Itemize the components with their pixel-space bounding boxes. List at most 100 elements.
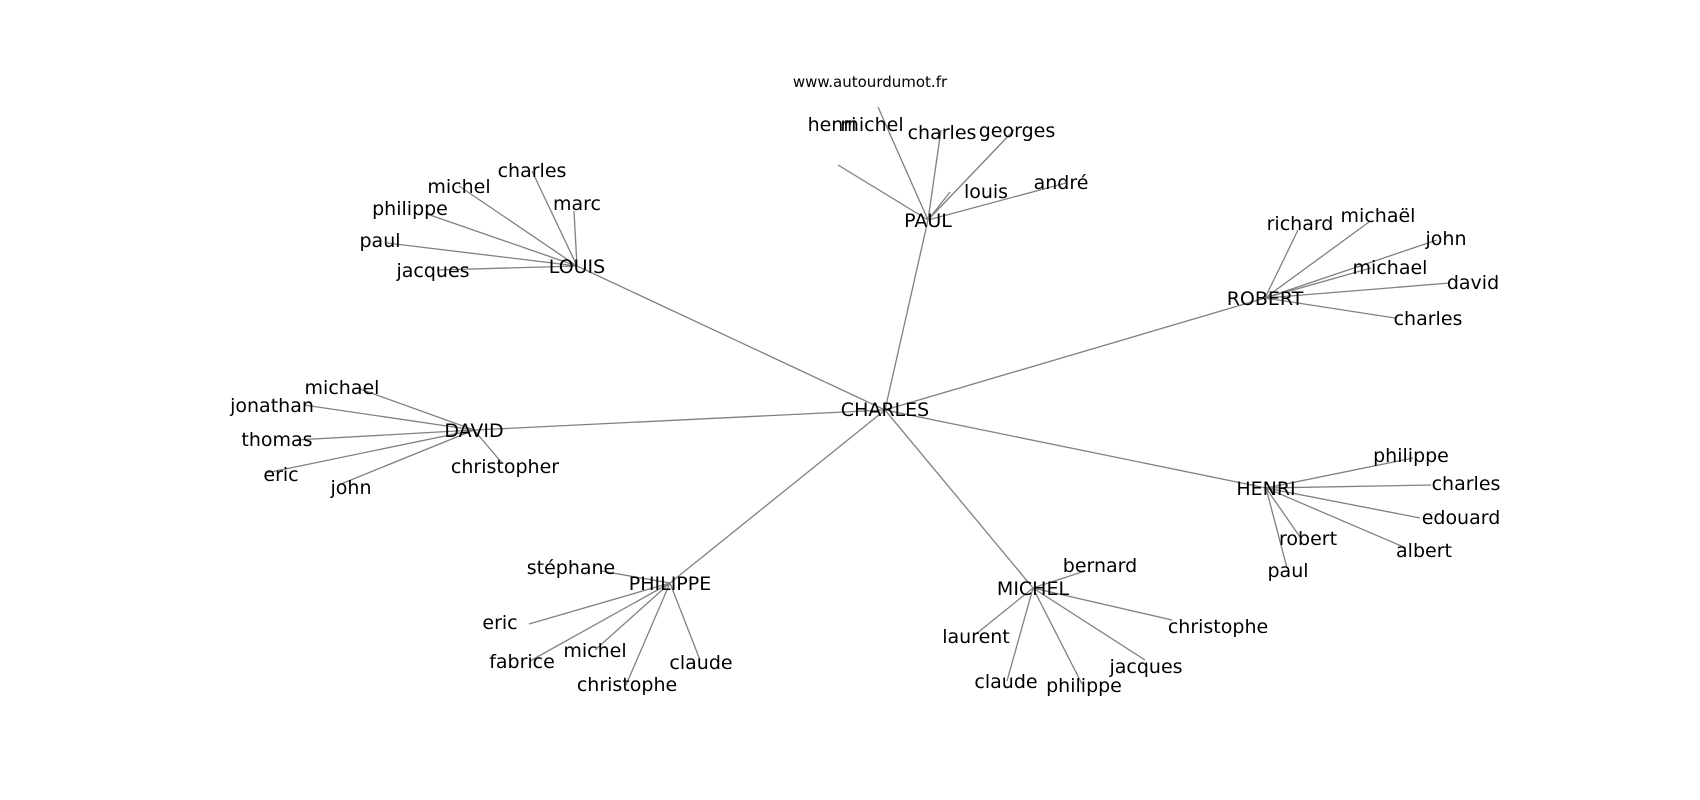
leaf-node-label[interactable]: jonathan (229, 395, 314, 417)
edge-paul-2 (927, 129, 942, 221)
leaf-node-label[interactable]: robert (1279, 528, 1337, 550)
leaf-node-label[interactable]: eric (263, 464, 298, 486)
leaf-node-label[interactable]: albert (1396, 540, 1452, 562)
edge-philippe-0 (600, 570, 671, 584)
leaf-node-label[interactable]: claude (974, 671, 1037, 693)
edge-louis-1 (458, 185, 578, 267)
leaf-node-label[interactable]: henri (808, 114, 857, 136)
leaf-node-label[interactable]: charles (1394, 308, 1463, 330)
edge-henri-2 (1265, 487, 1421, 519)
edge-michel-1 (1032, 587, 1173, 621)
leaf-node-label[interactable]: bernard (1063, 555, 1137, 577)
edge-root-david (473, 409, 886, 431)
edge-robert-5 (1264, 297, 1396, 319)
leaf-node-label[interactable]: louis (964, 181, 1008, 203)
edge-philippe-1 (528, 582, 671, 625)
leaf-node-label[interactable]: paul (359, 230, 400, 252)
leaf-node-label[interactable]: charles (498, 160, 567, 182)
edge-philippe-4 (625, 582, 671, 686)
edge-david-2 (295, 429, 475, 441)
edge-henri-0 (1265, 457, 1414, 489)
edge-root-robert (884, 297, 1266, 411)
leaf-node-label[interactable]: paul (1267, 560, 1308, 582)
edge-michel-2 (975, 587, 1034, 635)
edge-louis-0 (531, 170, 578, 267)
hub-node-label[interactable]: DAVID (444, 420, 503, 442)
edge-root-louis (576, 265, 886, 411)
edge-robert-1 (1264, 221, 1370, 299)
leaf-node-label[interactable]: charles (1432, 473, 1501, 495)
leaf-node-label[interactable]: michael (1353, 257, 1428, 279)
hub-node-label[interactable]: LOUIS (549, 256, 605, 278)
edge-paul-0 (837, 164, 929, 221)
edge-philippe-2 (529, 582, 671, 662)
leaf-node-label[interactable]: michaël (1341, 205, 1416, 227)
edge-michel-5 (1032, 587, 1146, 661)
leaf-node-label[interactable]: eric (482, 612, 517, 634)
edge-michel-0 (1032, 570, 1086, 589)
edge-philippe-5 (669, 582, 701, 661)
leaf-node-label[interactable]: georges (979, 120, 1056, 142)
edge-louis-4 (436, 265, 578, 271)
leaf-node-label[interactable]: michel (840, 114, 903, 136)
leaf-node-label[interactable]: laurent (942, 626, 1010, 648)
edge-robert-2 (1264, 239, 1438, 299)
edge-henri-4 (1265, 487, 1301, 538)
edge-michel-4 (1032, 587, 1083, 685)
leaf-node-label[interactable]: jacques (395, 260, 469, 282)
labels-layer: www.autourdumot.fr CHARLESPAULhenrimiche… (229, 73, 1500, 697)
hub-node-label[interactable]: PHILIPPE (629, 573, 711, 595)
leaf-node-label[interactable]: philippe (1373, 445, 1449, 467)
edge-henri-1 (1265, 484, 1432, 489)
leaf-node-label[interactable]: fabrice (489, 651, 555, 673)
leaf-node-label[interactable]: david (1447, 272, 1499, 294)
edge-root-michel (884, 409, 1034, 589)
leaf-node-label[interactable]: edouard (1422, 507, 1501, 529)
edge-louis-2 (426, 213, 578, 267)
leaf-node-label[interactable]: christopher (451, 456, 559, 478)
leaf-node-label[interactable]: thomas (241, 429, 312, 451)
edge-louis-5 (573, 210, 578, 267)
leaf-node-label[interactable]: charles (908, 122, 977, 144)
edge-robert-3 (1264, 267, 1372, 299)
leaf-node-label[interactable]: jacques (1108, 656, 1182, 678)
edge-david-1 (303, 404, 475, 431)
leaf-node-label[interactable]: richard (1267, 213, 1334, 235)
leaf-node-label[interactable]: christophe (1168, 616, 1268, 638)
hub-node-label[interactable]: HENRI (1236, 478, 1295, 500)
leaf-node-label[interactable]: michel (427, 176, 490, 198)
leaf-node-label[interactable]: michael (305, 377, 380, 399)
edge-david-0 (356, 387, 475, 431)
site-url[interactable]: www.autourdumot.fr (793, 73, 948, 91)
edge-root-henri (884, 409, 1267, 489)
edge-paul-1 (877, 106, 929, 221)
edge-henri-3 (1265, 487, 1407, 549)
edge-michel-3 (1006, 587, 1034, 682)
edge-david-5 (473, 429, 503, 464)
hub-node-label[interactable]: MICHEL (997, 578, 1070, 600)
edge-louis-3 (386, 242, 578, 267)
leaf-node-label[interactable]: john (1425, 228, 1467, 250)
leaf-node-label[interactable]: marc (553, 193, 601, 215)
edge-david-4 (340, 429, 475, 485)
leaf-node-label[interactable]: michel (563, 640, 626, 662)
edge-paul-4 (927, 191, 951, 221)
hub-node-label[interactable]: ROBERT (1227, 288, 1304, 310)
leaf-node-label[interactable]: stéphane (527, 557, 616, 579)
hub-node-label[interactable]: PAUL (904, 210, 952, 232)
root-node-label[interactable]: CHARLES (841, 399, 929, 421)
leaf-node-label[interactable]: andré (1034, 172, 1089, 194)
edge-robert-0 (1264, 229, 1299, 299)
leaf-node-label[interactable]: john (330, 477, 372, 499)
edge-root-philippe (669, 409, 886, 584)
leaf-node-label[interactable]: philippe (372, 198, 448, 220)
edge-henri-5 (1265, 487, 1288, 569)
edge-paul-3 (927, 129, 1015, 221)
edge-philippe-3 (594, 582, 671, 651)
leaf-node-label[interactable]: philippe (1046, 675, 1122, 697)
edge-root-paul (884, 219, 929, 411)
leaf-node-label[interactable]: christophe (577, 674, 677, 696)
edges-layer (265, 106, 1451, 686)
leaf-node-label[interactable]: claude (669, 652, 732, 674)
